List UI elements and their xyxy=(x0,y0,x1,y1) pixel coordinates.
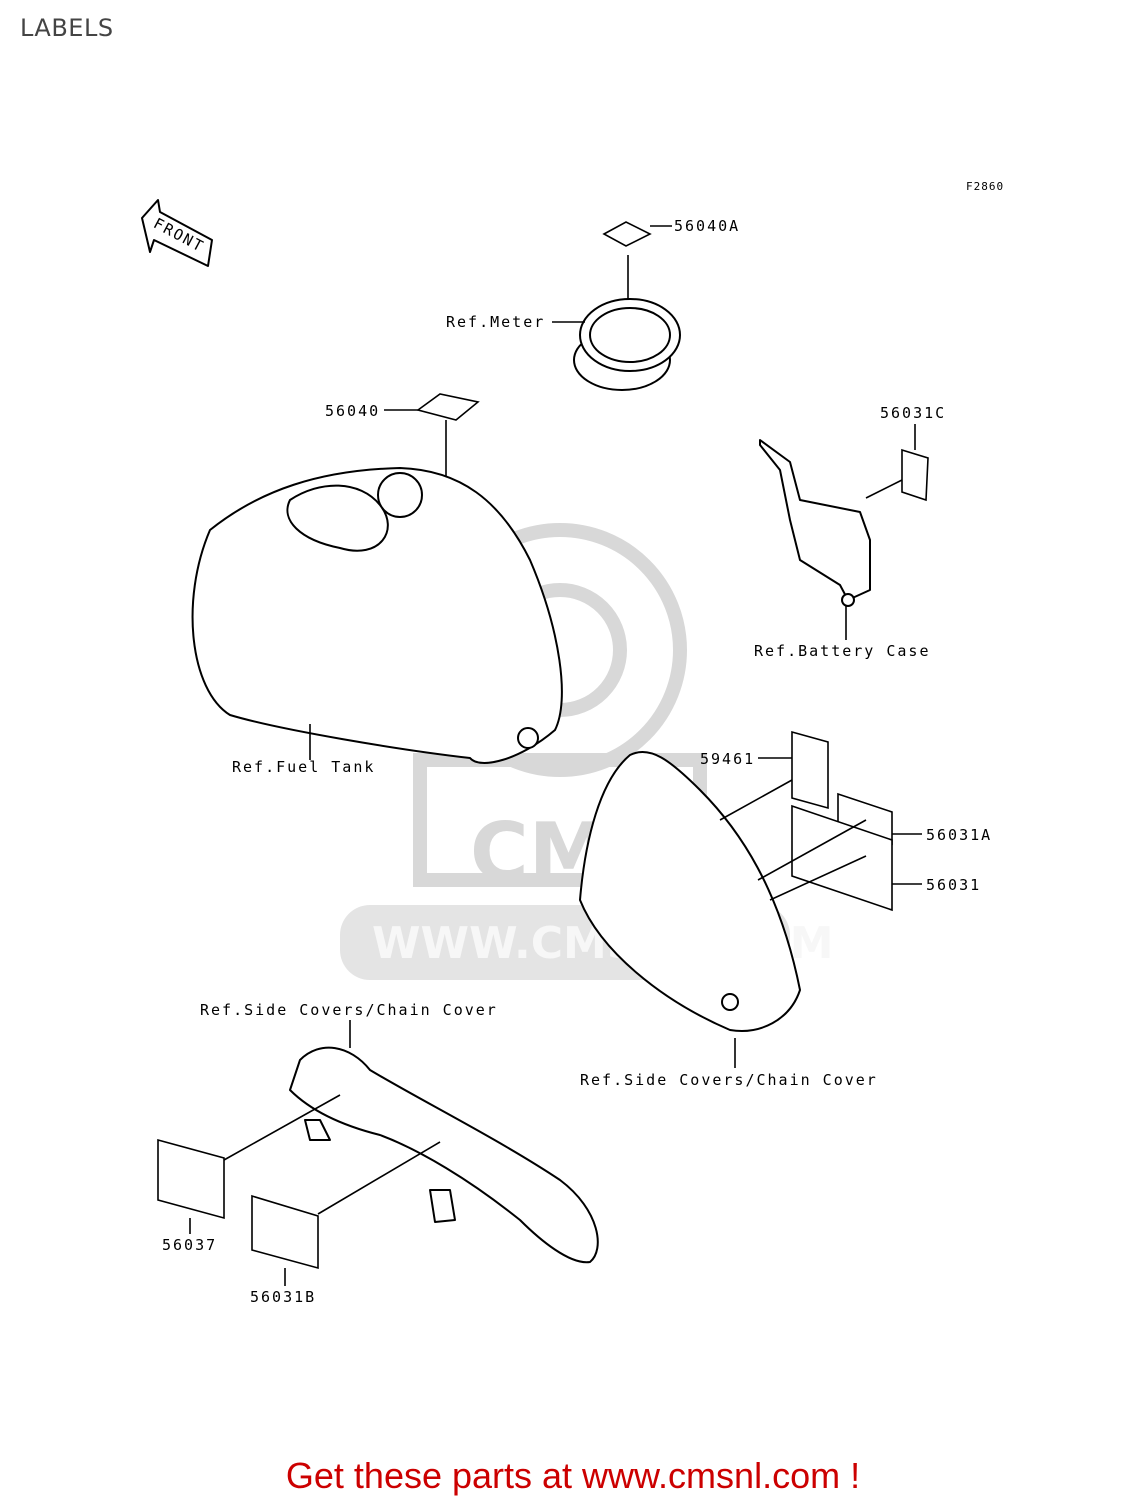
ref-meter: Ref.Meter xyxy=(446,313,545,331)
ref-side-covers-right: Ref.Side Covers/Chain Cover xyxy=(580,1071,878,1089)
side-cover-part xyxy=(579,730,922,1068)
part-56037: 56037 xyxy=(162,1236,217,1254)
meter-part xyxy=(552,221,681,391)
battery-case-part xyxy=(759,424,929,640)
figure-code: F2860 xyxy=(966,180,1004,193)
part-56031B: 56031B xyxy=(250,1288,316,1306)
part-59461: 59461 xyxy=(700,750,755,768)
chain-cover-part xyxy=(157,1020,599,1286)
ref-side-covers-left: Ref.Side Covers/Chain Cover xyxy=(200,1001,498,1019)
part-56031: 56031 xyxy=(926,876,981,894)
part-56040A: 56040A xyxy=(674,217,740,235)
front-arrow-icon: FRONT xyxy=(141,199,213,267)
parts-diagram: CMS WWW.CMSNL.COM FRONT F2860 56040A Ref… xyxy=(141,180,1004,1306)
part-56031A: 56031A xyxy=(926,826,992,844)
ref-battery-case: Ref.Battery Case xyxy=(754,642,931,660)
ref-fuel-tank: Ref.Fuel Tank xyxy=(232,758,375,776)
footer-link[interactable]: Get these parts at www.cmsnl.com ! xyxy=(285,1455,861,1496)
fuel-tank-part xyxy=(191,393,563,764)
part-56031C: 56031C xyxy=(880,404,946,422)
part-56040: 56040 xyxy=(325,402,380,420)
page-title: LABELS xyxy=(20,14,114,42)
